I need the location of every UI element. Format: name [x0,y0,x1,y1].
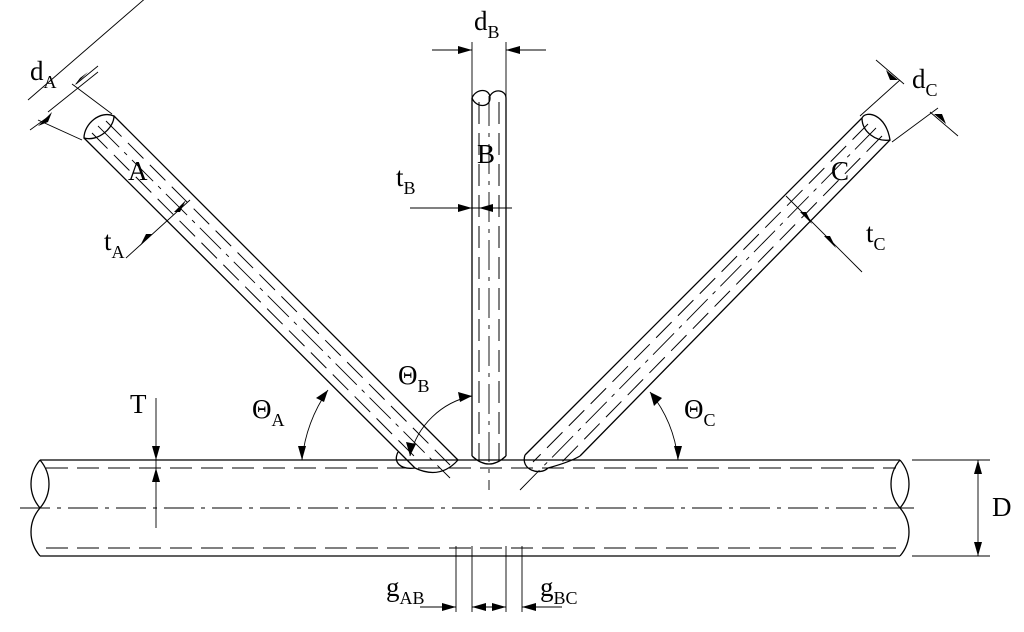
label-t-a: tA [104,226,125,262]
label-g-bc: gBC [540,572,578,608]
dimension-gaps [420,546,562,612]
label-member-a: A [128,156,148,186]
label-theta-c: ΘC [684,394,716,430]
chord-member [20,459,920,557]
label-chord-t: T [130,389,147,419]
label-theta-a: ΘA [252,394,285,430]
dimension-chord-d [912,459,990,557]
brace-c [519,113,891,491]
dimension-d-b [432,42,546,98]
dimension-t-b [410,204,512,212]
dimension-t-a [125,199,191,259]
dimension-d-c [859,59,959,143]
label-t-b: tB [396,162,416,198]
label-d-b: dB [474,6,500,42]
label-chord-d: D [992,492,1012,522]
label-d-a: dA [30,56,57,92]
brace-a [27,0,459,479]
angle-theta-c [649,391,682,461]
dimension-t-c [785,195,863,273]
label-d-c: dC [912,64,938,100]
label-theta-b: ΘB [398,360,430,396]
dimension-d-a [29,65,113,141]
angle-theta-a [298,389,329,461]
dimension-chord-t [152,398,160,528]
label-member-c: C [831,156,849,186]
label-g-ab: gAB [386,572,425,608]
angle-theta-b [406,392,473,457]
label-member-b: B [477,139,495,169]
label-t-c: tC [866,218,886,254]
